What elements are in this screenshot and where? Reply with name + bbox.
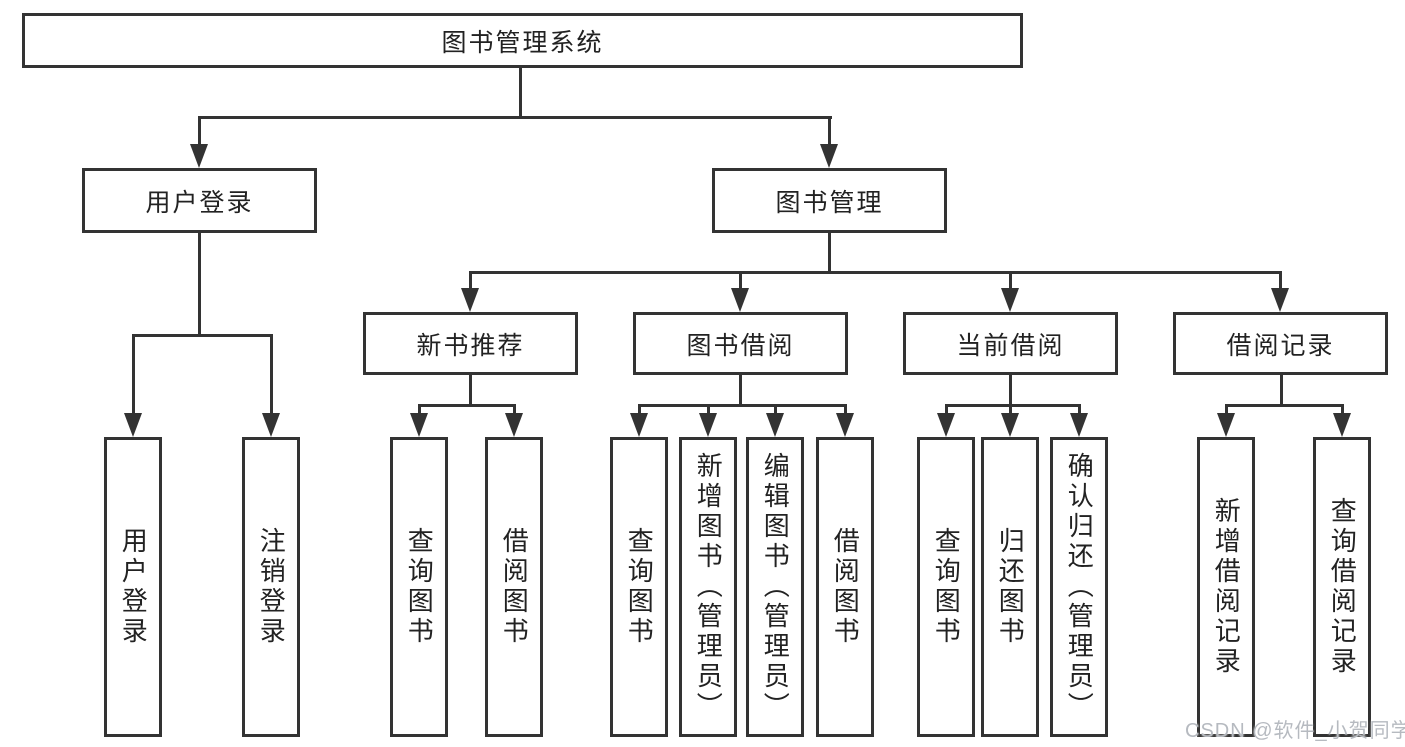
node-label: 借阅记录 [1226, 331, 1335, 360]
connector-line [513, 404, 516, 416]
arrow-down-icon [190, 144, 208, 168]
connector-line [945, 404, 1081, 407]
arrow-down-icon [1001, 413, 1019, 437]
leaf-label: 用户登录 [118, 527, 149, 647]
connector-line [1341, 404, 1344, 416]
arrow-down-icon [766, 413, 784, 437]
node-current-borrowing: 当前借阅 [903, 312, 1118, 375]
leaf-confirm-return-admin: 确认归还（管理员） [1050, 437, 1108, 737]
connector-line [707, 404, 710, 416]
connector-line [739, 271, 742, 291]
arrow-down-icon [820, 144, 838, 168]
connector-line [469, 271, 1282, 274]
connector-line [1225, 404, 1228, 416]
arrow-down-icon [262, 413, 280, 437]
leaf-label: 新增借阅记录 [1211, 497, 1242, 677]
connector-line [1078, 404, 1081, 416]
connector-line [638, 404, 641, 416]
connector-line [844, 404, 847, 416]
leaf-borrow-books-borrowing: 借阅图书 [816, 437, 874, 737]
connector-line [1009, 404, 1012, 416]
node-label: 图书管理系统 [441, 28, 604, 57]
connector-line [1009, 375, 1012, 407]
connector-line [198, 116, 832, 119]
leaf-label: 确认归还（管理员） [1064, 452, 1095, 722]
leaf-label: 查询借阅记录 [1327, 497, 1358, 677]
node-library-system: 图书管理系统 [22, 13, 1023, 68]
leaf-user-login: 用户登录 [104, 437, 162, 737]
connector-line [469, 271, 472, 291]
arrow-down-icon [836, 413, 854, 437]
watermark: CSDN @软件_小贺同学 [1185, 720, 1405, 742]
leaf-label: 查询图书 [404, 527, 435, 647]
node-label: 用户登录 [145, 188, 254, 217]
node-book-borrowing: 图书借阅 [633, 312, 848, 375]
node-new-book-recommendation: 新书推荐 [363, 312, 578, 375]
node-user-login: 用户登录 [82, 168, 317, 233]
arrow-down-icon [699, 413, 717, 437]
leaf-add-borrow-record: 新增借阅记录 [1197, 437, 1255, 737]
leaf-query-books-recommend: 查询图书 [390, 437, 448, 737]
leaf-return-book: 归还图书 [981, 437, 1039, 737]
connector-line [1279, 271, 1282, 291]
connector-line [774, 404, 777, 416]
node-label: 新书推荐 [416, 331, 525, 360]
leaf-label: 查询图书 [931, 527, 962, 647]
leaf-query-borrow-record: 查询借阅记录 [1313, 437, 1371, 737]
arrow-down-icon [1070, 413, 1088, 437]
node-label: 当前借阅 [956, 331, 1065, 360]
leaf-label: 归还图书 [995, 527, 1026, 647]
leaf-label: 注销登录 [256, 527, 287, 647]
arrow-down-icon [731, 288, 749, 312]
leaf-logout: 注销登录 [242, 437, 300, 737]
connector-line [739, 375, 742, 407]
connector-line [418, 404, 516, 407]
leaf-label: 新增图书（管理员） [693, 452, 724, 722]
connector-line [828, 116, 831, 148]
arrow-down-icon [410, 413, 428, 437]
arrow-down-icon [124, 413, 142, 437]
arrow-down-icon [937, 413, 955, 437]
leaf-query-books-current: 查询图书 [917, 437, 975, 737]
node-book-management: 图书管理 [712, 168, 947, 233]
connector-line [945, 404, 948, 416]
leaf-borrow-books-recommend: 借阅图书 [485, 437, 543, 737]
leaf-add-book-admin: 新增图书（管理员） [679, 437, 737, 737]
connector-line [132, 334, 273, 337]
arrow-down-icon [1333, 413, 1351, 437]
leaf-edit-book-admin: 编辑图书（管理员） [746, 437, 804, 737]
arrow-down-icon [1001, 288, 1019, 312]
arrow-down-icon [505, 413, 523, 437]
connector-line [198, 233, 201, 337]
arrow-down-icon [1217, 413, 1235, 437]
connector-line [1225, 404, 1344, 407]
connector-line [132, 334, 135, 415]
node-label: 图书管理 [775, 188, 884, 217]
node-label: 图书借阅 [686, 331, 795, 360]
connector-line [270, 334, 273, 415]
connector-line [198, 116, 201, 148]
connector-line [638, 404, 847, 407]
leaf-label: 借阅图书 [830, 527, 861, 647]
arrow-down-icon [1271, 288, 1289, 312]
leaf-query-books-borrowing: 查询图书 [610, 437, 668, 737]
connector-line [418, 404, 421, 416]
connector-line [1009, 271, 1012, 291]
leaf-label: 编辑图书（管理员） [760, 452, 791, 722]
leaf-label: 查询图书 [624, 527, 655, 647]
connector-line [1280, 375, 1283, 407]
arrow-down-icon [630, 413, 648, 437]
connector-line [519, 68, 522, 119]
arrow-down-icon [461, 288, 479, 312]
node-borrowing-records: 借阅记录 [1173, 312, 1388, 375]
connector-line [828, 233, 831, 274]
leaf-label: 借阅图书 [499, 527, 530, 647]
connector-line [469, 375, 472, 407]
